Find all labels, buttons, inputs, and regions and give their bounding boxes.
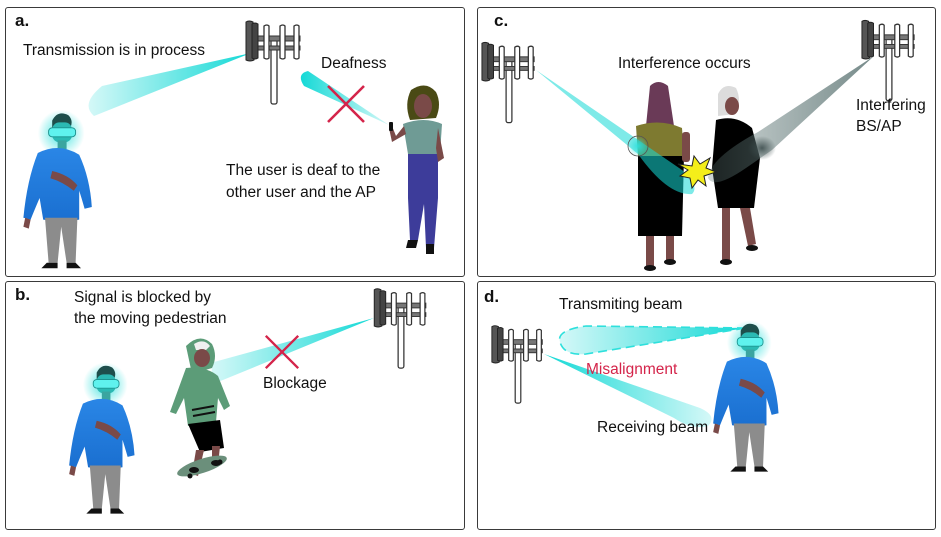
serving-tower-icon <box>481 41 535 124</box>
panel-d-illustration <box>491 319 780 473</box>
interferer-device-glow <box>748 136 776 160</box>
deaf-caption-line1: The user is deaf to the <box>226 162 381 179</box>
deafness-cross-icon <box>326 84 366 124</box>
interfering-line1: Interfering <box>856 97 926 114</box>
vr-user-figure <box>22 109 93 269</box>
panel-c-letter: c. <box>494 11 509 30</box>
interference-label: Interference occurs <box>618 55 751 72</box>
deaf-beam <box>300 71 389 125</box>
transmission-beam <box>88 53 251 116</box>
access-point-tower-icon <box>491 325 543 404</box>
blockage-label: Blockage <box>263 375 327 392</box>
panel-b-letter: b. <box>15 285 31 304</box>
vr-user-figure <box>712 319 780 473</box>
panel-a-deafness: a. Transmission is in process Deafness T… <box>5 7 465 277</box>
panel-c-interference: c. Interference occurs Interfering BS/AP <box>477 7 936 277</box>
transmitting-beam <box>558 325 747 356</box>
panel-b-blockage: b. Signal is blocked by the moving pedes… <box>5 281 465 530</box>
panel-d-misalignment: d. Transmiting beam Misalignment Receivi… <box>477 281 936 530</box>
panel-a-illustration <box>22 20 444 269</box>
collision-burst-icon <box>677 154 718 190</box>
panel-c-illustration <box>481 19 915 271</box>
blocked-beam <box>211 318 374 382</box>
interfering-tower-icon <box>861 19 915 102</box>
panel-b-illustration <box>68 288 427 515</box>
receiving-beam <box>544 354 712 427</box>
access-point-tower-icon <box>373 288 427 369</box>
access-point-tower-icon <box>245 20 301 105</box>
panel-a-letter: a. <box>15 11 30 30</box>
blocked-caption-line1: Signal is blocked by <box>74 289 211 306</box>
interfering-line2: BS/AP <box>856 118 902 135</box>
receiving-beam-label: Receiving beam <box>597 419 709 436</box>
skateboarder-pedestrian-figure <box>170 338 230 479</box>
receiver-device-icon <box>627 135 649 157</box>
phone-user-woman-figure <box>389 85 444 254</box>
deafness-label: Deafness <box>321 55 387 72</box>
blocked-caption-line2: the moving pedestrian <box>74 310 227 327</box>
vr-user-figure <box>68 361 135 515</box>
misalignment-label: Misalignment <box>586 361 678 378</box>
transmission-label: Transmission is in process <box>23 42 206 59</box>
panel-d-letter: d. <box>484 287 500 306</box>
deaf-caption-line2: other user and the AP <box>226 184 376 201</box>
transmitting-beam-label: Transmiting beam <box>559 296 683 313</box>
serving-beam <box>536 70 695 195</box>
